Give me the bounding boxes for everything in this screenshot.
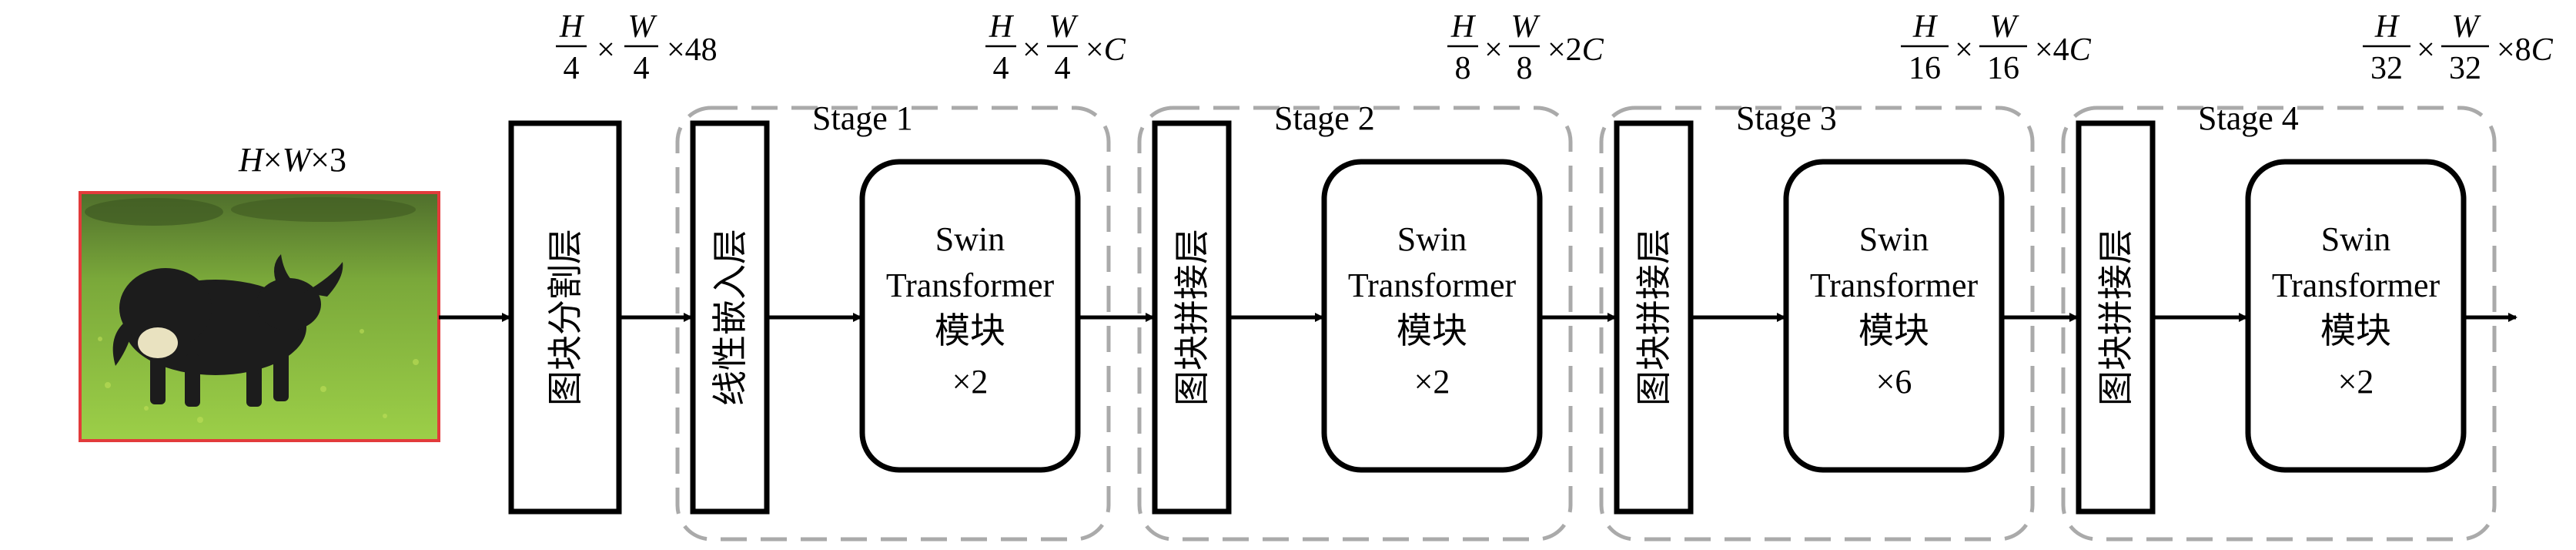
stage-border: [1599, 106, 2035, 542]
stage-first-layer-box: [690, 120, 770, 515]
swin-block-count: ×6: [1876, 363, 1912, 401]
patch-partition-box: [508, 120, 622, 515]
svg-text:32: 32: [2370, 51, 2403, 86]
stage-first-layer-label: 图块拼接层: [2095, 229, 2136, 406]
swin-block-count: ×2: [952, 363, 989, 401]
swin-block-line3: 模块: [1397, 310, 1467, 351]
svg-text:32: 32: [2449, 51, 2481, 86]
patch-partition-label: 图块分割层: [544, 229, 586, 406]
stage-first-layer-box: [2076, 120, 2156, 515]
stage-name: Stage 1: [812, 99, 913, 137]
swin-block-count: ×2: [2338, 363, 2374, 401]
svg-text:8: 8: [1517, 51, 1533, 86]
svg-text:H: H: [989, 9, 1015, 45]
stage-border: [1137, 106, 1573, 542]
stage-first-layer-box: [1614, 120, 1694, 515]
stage-output-dimension: H 8 ×W 8 ×2C: [1447, 9, 1604, 86]
swin-block-line1: Swin: [1859, 220, 1929, 258]
svg-text:8: 8: [1455, 51, 1471, 86]
svg-text:4: 4: [1055, 51, 1071, 86]
svg-text:W: W: [1049, 9, 1079, 45]
swin-block-line3: 模块: [1858, 310, 1929, 351]
swin-block-line1: Swin: [2321, 220, 2390, 258]
input-image-group: H×W×3: [79, 141, 440, 442]
svg-text:H: H: [1450, 9, 1477, 45]
patch-partition-dimension: H 4 × W 4 ×48: [556, 9, 718, 86]
stage-output-dimension: H 4 ×W 4 ×C: [985, 9, 1126, 86]
swin-block-line3: 模块: [935, 310, 1005, 351]
swin-block-line2: Transformer: [886, 267, 1055, 304]
swin-block-line1: Swin: [1397, 220, 1467, 258]
yak-photo: [79, 191, 440, 442]
swin-block-line3: 模块: [2320, 310, 2391, 351]
svg-text:×: ×: [2417, 32, 2435, 68]
svg-text:×: ×: [1955, 32, 1973, 68]
svg-text:×48: ×48: [667, 32, 718, 68]
svg-text:W: W: [1511, 9, 1541, 45]
svg-text:W: W: [2452, 9, 2482, 45]
stage-name: Stage 2: [1274, 99, 1375, 137]
svg-text:H: H: [559, 9, 585, 45]
yak-figure: [112, 254, 343, 407]
stage-border: [2061, 106, 2497, 542]
stage-first-layer-label: 图块拼接层: [1171, 229, 1213, 406]
svg-text:H: H: [1912, 9, 1939, 45]
svg-text:H: H: [2374, 9, 2400, 45]
svg-text:W: W: [628, 9, 658, 45]
swin-block-line2: Transformer: [2272, 267, 2441, 304]
input-dimension-label: H×W×3: [238, 141, 346, 179]
swin-block-line1: Swin: [935, 220, 1005, 258]
swin-block-count: ×2: [1414, 363, 1450, 401]
stage-output-dimension: H 32 × W 32 ×8C: [2363, 9, 2554, 86]
stage-first-layer-label: 图块拼接层: [1633, 229, 1674, 406]
swin-block-line2: Transformer: [1348, 267, 1517, 304]
svg-text:16: 16: [1987, 51, 2019, 86]
svg-text:×: ×: [1022, 32, 1041, 68]
stage-output-dimension: H 16 × W 16 ×4C: [1901, 9, 2092, 86]
stage-first-layer-box: [1152, 120, 1232, 515]
svg-text:×2C: ×2C: [1547, 32, 1604, 68]
svg-text:×: ×: [597, 32, 615, 68]
svg-text:W: W: [1990, 9, 2020, 45]
svg-text:×4C: ×4C: [2035, 32, 2092, 68]
swin-block-line2: Transformer: [1810, 267, 1979, 304]
svg-text:4: 4: [564, 51, 580, 86]
svg-text:×8C: ×8C: [2497, 32, 2554, 68]
patch-partition-group: H 4 × W 4 ×48 图块分割层: [508, 9, 718, 515]
svg-text:×: ×: [1484, 32, 1503, 68]
stage-border: [675, 106, 1111, 542]
stage-name: Stage 4: [2198, 99, 2299, 137]
svg-text:4: 4: [634, 51, 650, 86]
stage-first-layer-label: 线性嵌入层: [709, 229, 751, 406]
svg-text:4: 4: [993, 51, 1009, 86]
stage-name: Stage 3: [1736, 99, 1837, 137]
svg-text:×C: ×C: [1086, 32, 1126, 68]
svg-text:16: 16: [1909, 51, 1941, 86]
